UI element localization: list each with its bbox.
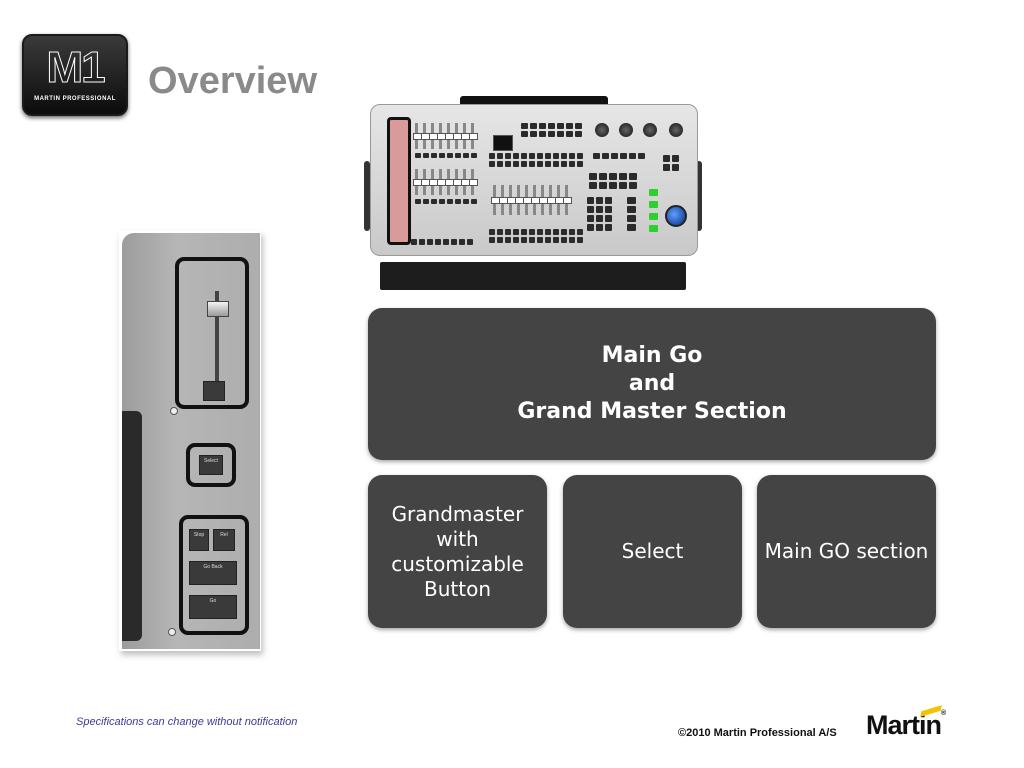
console-key-block xyxy=(411,239,473,245)
console-key-block xyxy=(489,153,583,167)
console-encoder-knob xyxy=(669,123,683,137)
main-go-box-label: Main GO section xyxy=(764,539,929,563)
main-box-line: and xyxy=(628,371,676,396)
console-handle-right xyxy=(696,161,702,231)
console-body xyxy=(370,104,698,256)
martin-logo-text: Martin xyxy=(866,710,942,740)
console-green-key xyxy=(649,189,658,196)
console-green-key xyxy=(649,213,658,220)
go-back-button: Go Back xyxy=(189,561,237,585)
select-box: Select xyxy=(563,475,742,628)
console-green-key xyxy=(649,225,658,232)
registered-mark: ® xyxy=(941,710,946,717)
grandmaster-highlight xyxy=(175,257,249,409)
m1-logo: M1 MARTIN PROFESSIONAL xyxy=(22,34,128,116)
console-key-block xyxy=(663,155,679,171)
main-go-box: Main GO section xyxy=(757,475,936,628)
main-go-highlight: Stop Rel Go Back Go xyxy=(179,515,249,635)
main-go-grandmaster-box: Main Go and Grand Master Section xyxy=(368,308,936,460)
grandmaster-zoom-image: Select Stop Rel Go Back Go xyxy=(119,231,261,651)
select-button: Select xyxy=(199,455,223,475)
select-box-label: Select xyxy=(621,539,684,563)
console-handle-left xyxy=(364,161,370,231)
select-highlight: Select xyxy=(186,443,236,487)
main-box-line: Main Go xyxy=(601,343,703,368)
console-key-block xyxy=(415,153,477,158)
main-box-text: Main Go and Grand Master Section xyxy=(517,342,786,426)
grandmaster-custom-button xyxy=(203,381,225,401)
console-front-rest xyxy=(380,262,686,290)
console-encoder-knob xyxy=(643,123,657,137)
console-fader-row xyxy=(491,185,572,215)
console-encoder-knob xyxy=(595,123,609,137)
disclaimer-note: Specifications can change without notifi… xyxy=(76,716,298,728)
console-fader-row xyxy=(413,123,478,149)
console-logo-plate xyxy=(493,135,513,151)
console-encoder-knob xyxy=(619,123,633,137)
console-highlight-section xyxy=(387,117,411,245)
zoom-panel-handle xyxy=(122,411,142,641)
screw xyxy=(168,628,176,636)
copyright-text: ©2010 Martin Professional A/S xyxy=(678,727,837,739)
console-key-block xyxy=(589,173,637,189)
grandmaster-box-label: Grandmaster with customizable Button xyxy=(391,501,524,601)
console-key-block xyxy=(593,153,645,159)
console-fader-row xyxy=(413,169,478,195)
stop-button: Stop xyxy=(189,529,209,551)
console-keypad xyxy=(587,197,612,231)
grandmaster-box: Grandmaster with customizable Button xyxy=(368,475,547,628)
rel-button: Rel xyxy=(213,529,235,551)
martin-logo: Martin® xyxy=(866,705,946,741)
screw xyxy=(170,407,178,415)
console-key-block xyxy=(627,197,636,231)
go-button: Go xyxy=(189,595,237,619)
console-key-block xyxy=(415,199,477,204)
slide-title: Overview xyxy=(148,60,317,102)
main-box-line: Grand Master Section xyxy=(517,399,787,424)
console-trackball xyxy=(665,205,687,227)
m1-logo-subtitle: MARTIN PROFESSIONAL xyxy=(34,96,116,102)
console-key-block xyxy=(521,123,582,137)
console-key-block xyxy=(489,229,583,243)
console-image xyxy=(364,96,702,294)
m1-logo-mark: M1 xyxy=(46,43,106,92)
grandmaster-fader-slot xyxy=(215,291,219,391)
grandmaster-fader-cap xyxy=(207,301,229,317)
console-green-key xyxy=(649,201,658,208)
